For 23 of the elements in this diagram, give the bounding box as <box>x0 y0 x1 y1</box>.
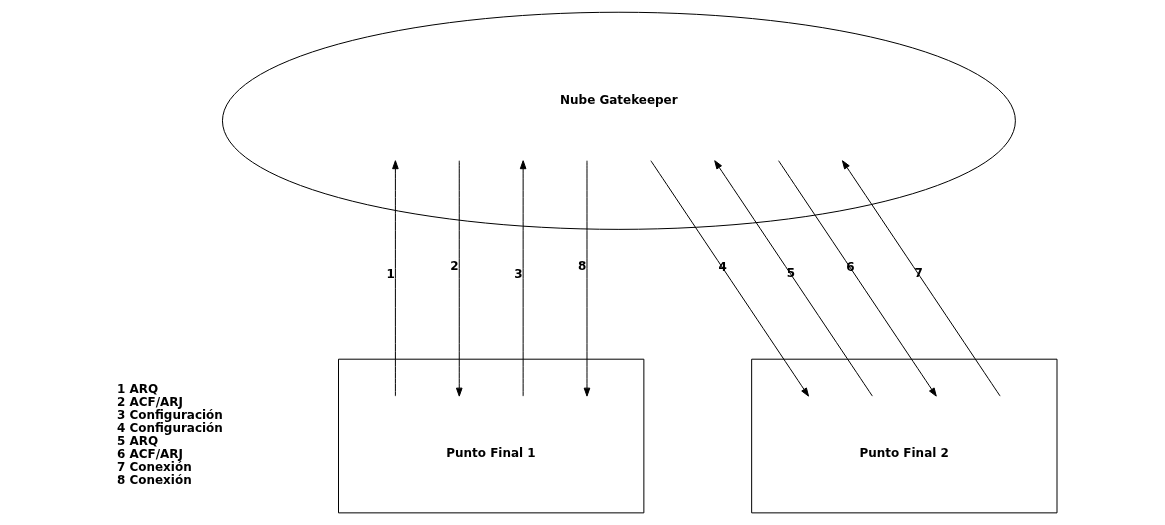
edge-label: 4 <box>717 259 727 274</box>
label: 1 ARQ <box>116 381 158 396</box>
arrow <box>391 160 399 397</box>
arrow <box>583 160 590 397</box>
arrow <box>519 160 526 397</box>
node-box: Punto Final 2 <box>750 358 1057 514</box>
edge-label: 8 <box>577 258 586 273</box>
arrow <box>713 160 873 397</box>
label: 7 Conexión <box>116 459 192 474</box>
label: 5 ARQ <box>116 433 158 448</box>
edge-label: 2 <box>449 258 459 273</box>
label: 6 ACF/ARJ <box>116 446 183 461</box>
arrow <box>841 160 1001 397</box>
arrow <box>649 160 809 397</box>
node-box: Punto Final 1 <box>337 358 644 514</box>
label: 2 ACF/ARJ <box>116 394 183 409</box>
label: 8 Conexión <box>116 472 192 487</box>
edge-label: 7 <box>914 266 923 281</box>
node-ellipse: Nube Gatekeeper <box>221 11 1016 230</box>
edge-label: 1 <box>385 267 395 282</box>
edge-label: 3 <box>513 267 522 282</box>
arrow <box>777 160 937 397</box>
arrow <box>455 160 463 397</box>
